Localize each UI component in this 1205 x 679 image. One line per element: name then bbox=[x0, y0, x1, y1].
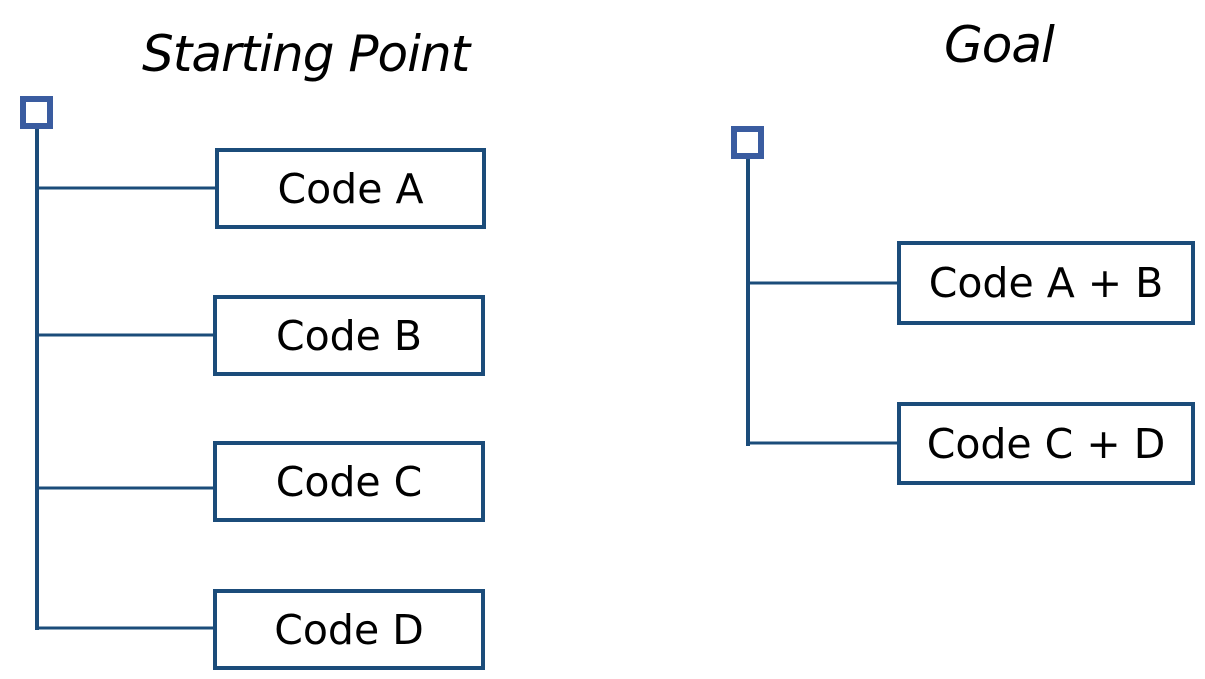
starting-point-heading: Starting Point bbox=[142, 25, 470, 83]
code-c-box: Code C bbox=[213, 441, 485, 522]
goal-root-node bbox=[731, 126, 764, 159]
code-d-box: Code D bbox=[213, 589, 485, 670]
code-a-b-box: Code A + B bbox=[897, 241, 1195, 325]
code-c-d-box: Code C + D bbox=[897, 402, 1195, 485]
goal-heading: Goal bbox=[944, 16, 1055, 74]
start-root-node bbox=[20, 96, 53, 129]
code-b-box: Code B bbox=[213, 295, 485, 376]
code-a-box: Code A bbox=[215, 148, 486, 229]
